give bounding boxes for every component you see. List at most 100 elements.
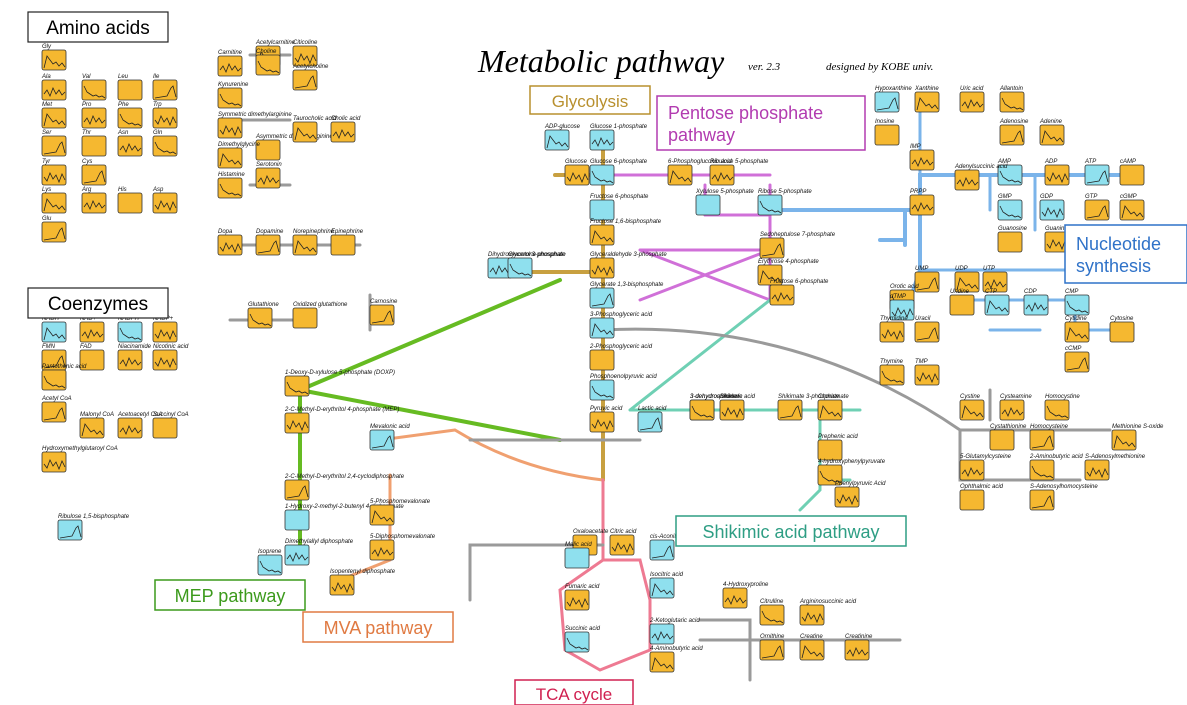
metabolite-node-label: Glutathione — [248, 302, 279, 308]
section-amino-label: Amino acids — [46, 18, 150, 39]
metabolite-node-box — [874, 91, 900, 113]
metabolite-node-box — [152, 417, 178, 439]
metabolite-node-box — [1084, 199, 1110, 221]
metabolite-node-box — [564, 547, 590, 569]
metabolite-node: Creatinine — [844, 634, 873, 661]
metabolite-node-label: Cysteamine — [1000, 394, 1032, 400]
metabolite-node: PRPP — [909, 189, 935, 216]
metabolite-node-box — [255, 139, 281, 161]
metabolite-node-box — [247, 307, 273, 329]
metabolite-node: Lys — [41, 187, 67, 214]
sparkline-trace — [43, 407, 66, 421]
metabolite-node-label: Glyceraldehyde 3-phosphate — [590, 252, 667, 258]
metabolite-node: Ala — [41, 74, 67, 101]
sparkline-trace — [1001, 97, 1024, 111]
metabolite-node-label: Val — [82, 74, 91, 80]
nucleotide-line-b — [918, 98, 1082, 272]
metabolite-node-label: Orotic acid — [890, 284, 919, 290]
metabolite-node: Arg — [81, 187, 107, 214]
sparkline-trace — [43, 375, 66, 389]
metabolite-node-label: UMP — [915, 266, 928, 272]
sparkline-trace — [371, 547, 394, 557]
metabolite-node-label: FMN — [42, 344, 56, 350]
metabolite-node-label: Fructose 1,6-bisphosphate — [590, 219, 662, 225]
metabolite-node-label: Xylulose 5-phosphate — [695, 189, 754, 195]
metabolite-node: 5-Phosphomevalonate — [369, 499, 431, 526]
metabolite-node: ADP-glucose — [544, 124, 581, 151]
sparkline-trace — [119, 113, 142, 127]
metabolite-node-label: Hypoxanthine — [875, 86, 912, 92]
metabolite-node: Hypoxanthine — [874, 86, 912, 113]
metabolite-node: UTP — [982, 266, 1008, 293]
metabolite-node-label: Citicoline — [293, 40, 318, 46]
metabolite-node-label: S-Adenosylhomocysteine — [1030, 484, 1098, 490]
metabolite-node-label: Isocitric acid — [650, 572, 684, 578]
metabolite-node-label: Succinic acid — [565, 626, 601, 632]
metabolite-node-label: UDP — [955, 266, 968, 272]
metabolite-node-label: Adenine — [1039, 119, 1063, 125]
metabolite-node: Fructose 6-phosphate — [589, 194, 649, 221]
metabolite-node: Citric acid — [609, 529, 637, 556]
metabolite-node: Dopa — [217, 229, 243, 256]
sparkline-trace — [591, 385, 614, 399]
sparkline-trace — [371, 310, 394, 324]
sparkline-trace — [961, 99, 984, 109]
metabolite-node: Glu — [41, 216, 67, 243]
metabolite-node-label: 5-Glutamylcysteine — [960, 454, 1012, 460]
sparkline-trace — [1041, 207, 1064, 219]
metabolite-node-label: UTP — [983, 266, 995, 272]
sparkline-trace — [651, 657, 674, 671]
metabolite-node-label: IMP — [910, 144, 921, 150]
metabolite-node-box — [759, 604, 785, 626]
sparkline-trace — [257, 60, 280, 74]
metabolite-node-label: AMP — [997, 159, 1011, 165]
metabolite-node-box — [874, 124, 900, 146]
metabolite-node: Pyruvic acid — [589, 406, 623, 433]
metabolite-node-label: GMP — [998, 194, 1012, 200]
sparkline-trace — [916, 97, 939, 111]
sparkline-trace — [83, 200, 106, 210]
section-tca-label: TCA cycle — [536, 685, 613, 704]
metabolite-node: Cholic acid — [330, 116, 361, 143]
metabolite-node: Asn — [117, 130, 143, 157]
sparkline-trace — [1113, 435, 1136, 449]
metabolite-node-label: Cystine — [960, 394, 981, 400]
metabolite-node: 2-Ketoglutaric acid — [649, 618, 700, 645]
metabolite-node: 1-Hydroxy-2-methyl-2-butenyl 4-diphospha… — [284, 504, 404, 531]
metabolite-node: Ophthalmic acid — [959, 484, 1004, 511]
sparkline-trace — [332, 129, 355, 139]
metabolite-node-label: 2-Ketoglutaric acid — [649, 618, 700, 624]
metabolite-node-label: Isopentenyl diphosphate — [330, 569, 396, 575]
sparkline-trace — [611, 542, 634, 554]
metabolite-node-box — [589, 349, 615, 371]
sparkline-trace — [219, 93, 242, 107]
metabolite-node: Asp — [152, 187, 178, 214]
metabolite-node-label: Niacinamide — [118, 344, 152, 350]
metabolite-node: Uracil — [914, 316, 940, 343]
section-shikimic: Shikimic acid pathway — [675, 515, 907, 547]
metabolite-node: Malonyl CoA — [79, 412, 114, 439]
metabolite-node: Inosine — [874, 119, 900, 146]
metabolite-node-label: S-Adenosylmethionine — [1085, 454, 1146, 460]
metabolite-node-label: Dihydroxyacetone phosphate — [488, 252, 566, 258]
metabolite-node-label: GTP — [1085, 194, 1097, 200]
sparkline-trace — [294, 127, 317, 141]
metabolite-node-label: Malonyl CoA — [80, 412, 114, 418]
sparkline-trace — [286, 420, 309, 432]
sparkline-trace — [984, 279, 1007, 289]
page-title: Metabolic pathway — [477, 43, 725, 79]
metabolite-node-box — [589, 379, 615, 401]
metabolite-node-box — [997, 164, 1023, 186]
metabolite-node-box — [255, 54, 281, 76]
metabolite-node: Cys — [81, 159, 107, 186]
sparkline-trace — [651, 583, 674, 597]
sparkline-trace — [119, 143, 142, 153]
metabolite-node: Glycerol 3-phosphate — [507, 252, 566, 279]
metabolite-node: Thymidine — [879, 316, 908, 343]
metabolite-node: NADP+ — [152, 316, 178, 343]
metabolite-node-box — [284, 479, 310, 501]
